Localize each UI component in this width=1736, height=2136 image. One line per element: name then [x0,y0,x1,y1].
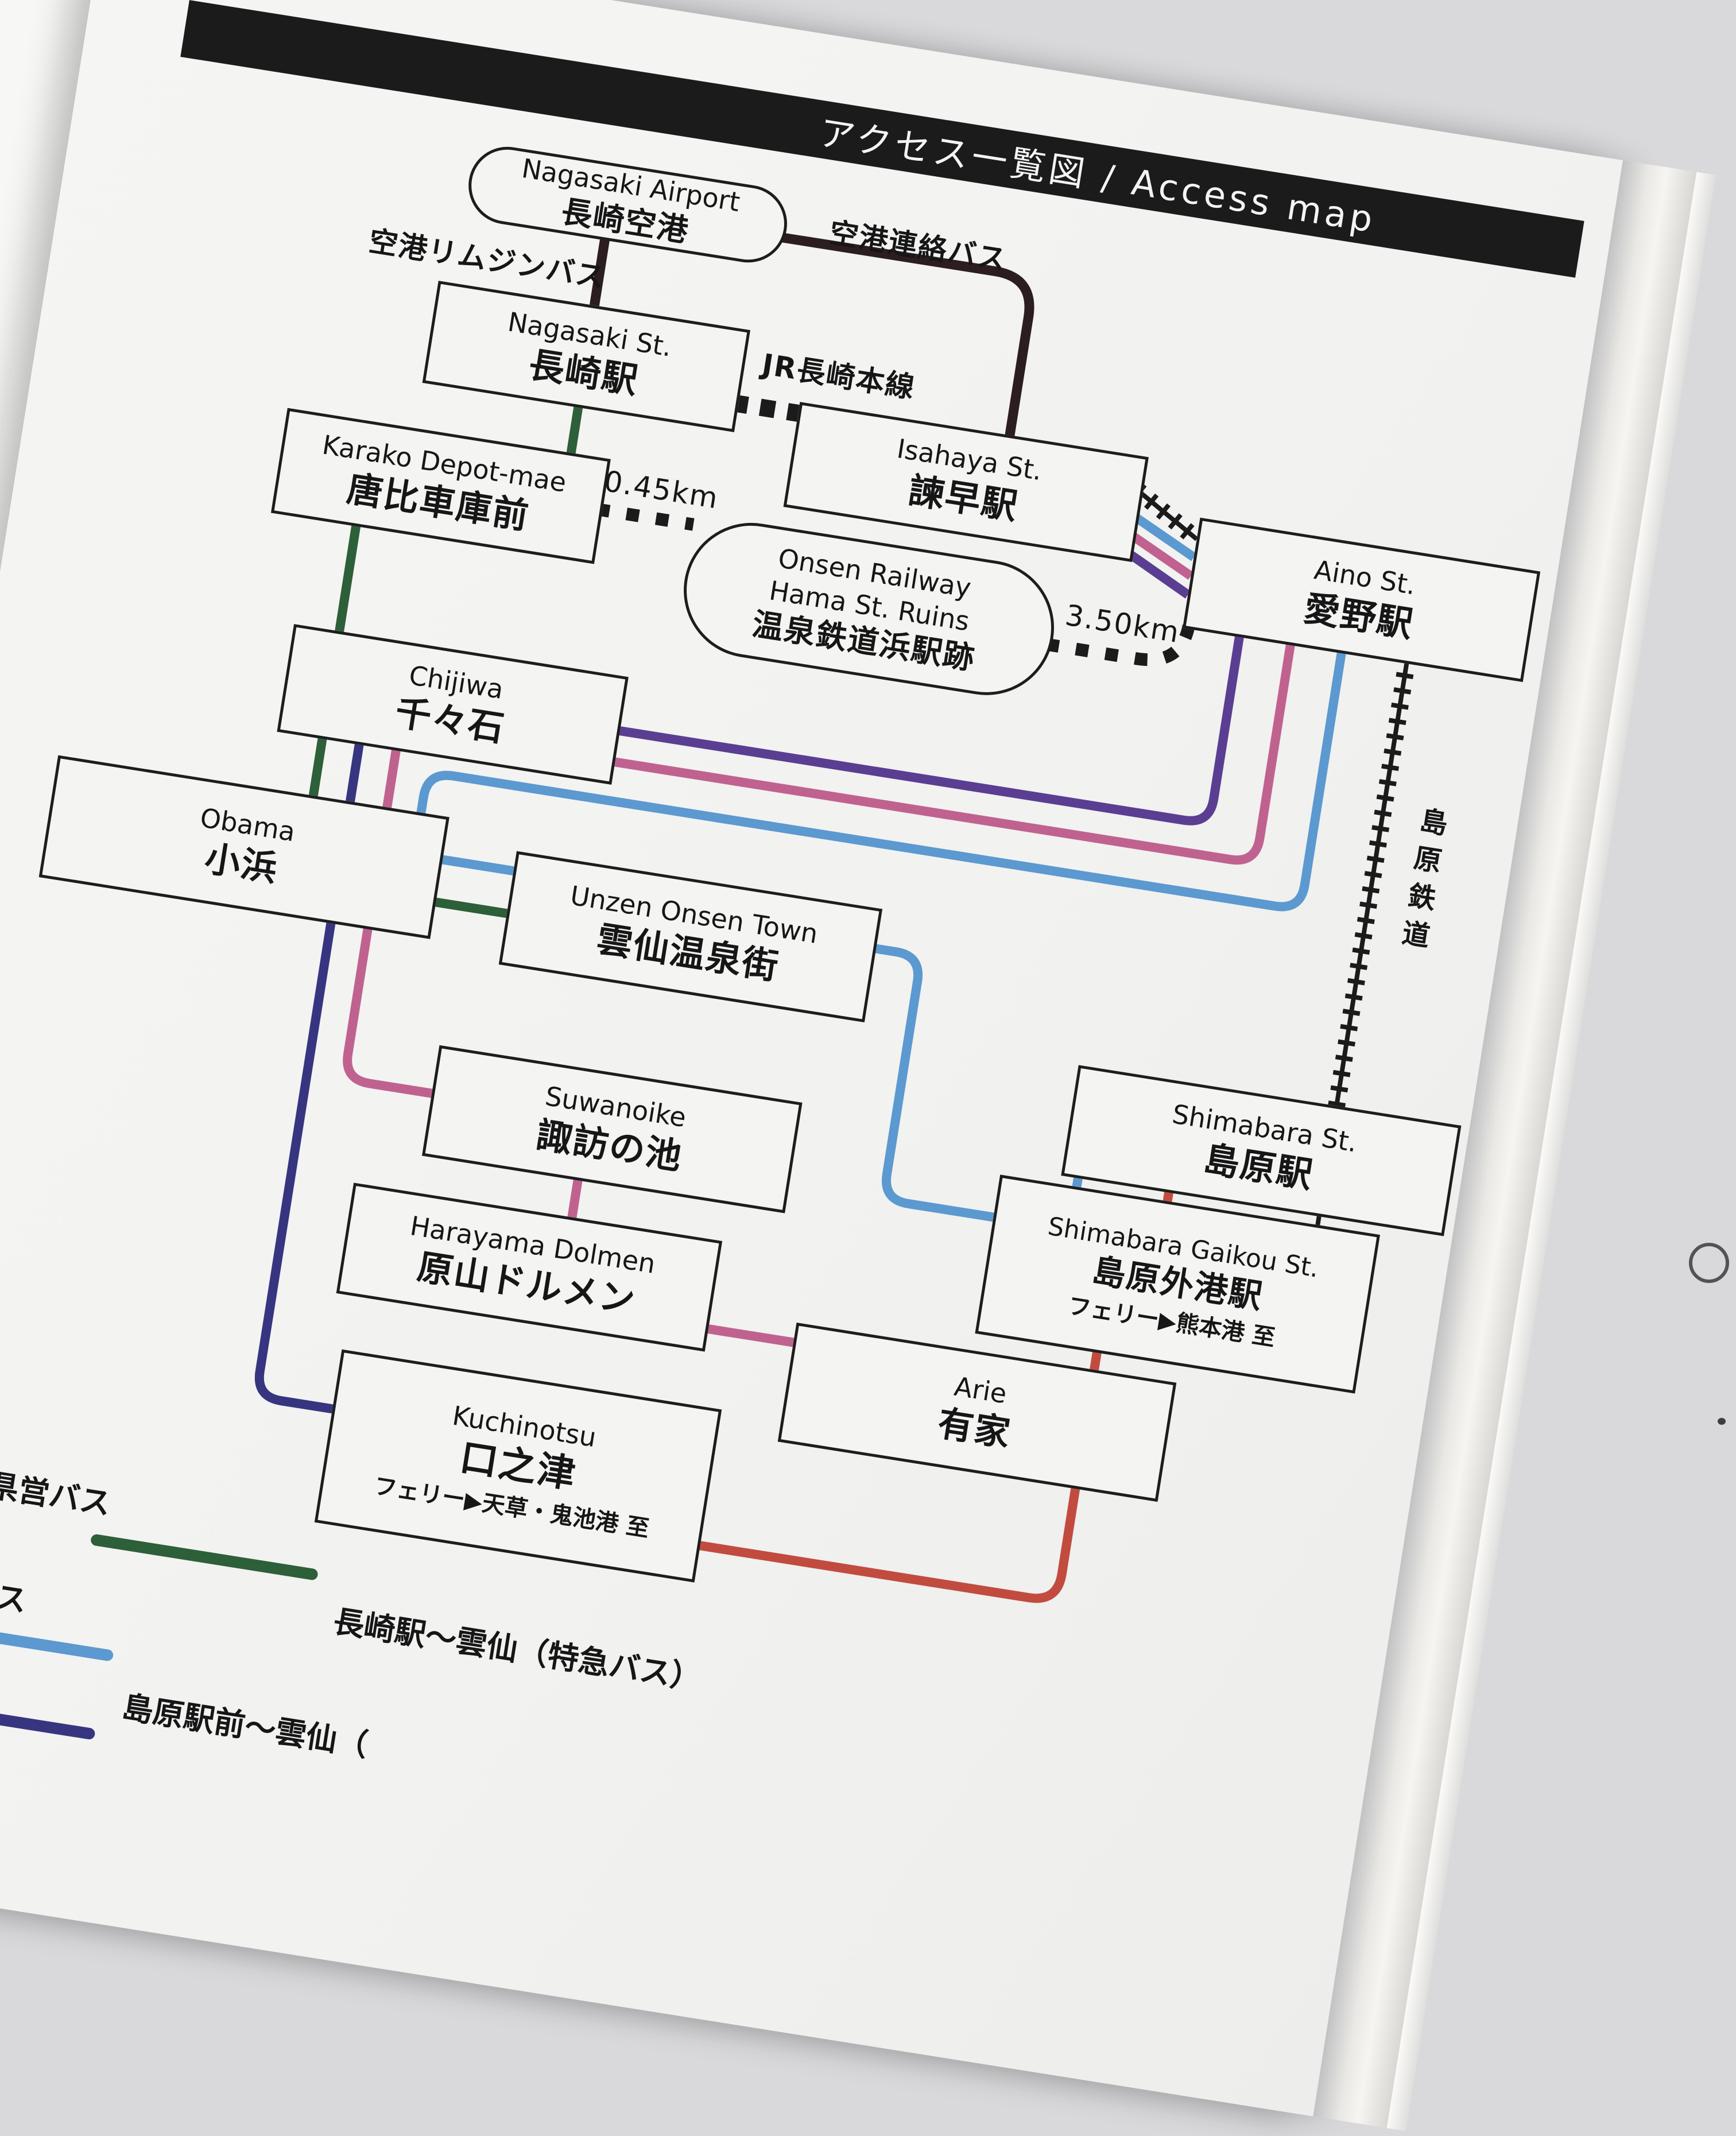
line-blue-obama-unzen [436,854,514,876]
line-navy-obama-kuchinotsu [254,913,338,1414]
line-pink-suwanoike-harayama [567,1174,584,1218]
legend-swatch-navy [0,1693,95,1740]
line-purple-aino-chijiwa [610,627,1245,825]
line-jr-nagasaki-main [731,394,800,422]
line-airport-connect-bus [774,232,1034,440]
line-red-arie-kuchinotsu [689,1478,1081,1603]
line-pink-harayama-arie [702,1323,795,1347]
line-pink-aino-chijiwa [604,635,1296,865]
rail-aino-shimabara [1334,657,1410,1107]
route-map-lines [0,232,1416,1740]
line-green-nagasaki-karako [566,401,584,454]
line-blue-aino-obama [416,643,1347,912]
line-green-obama-unzen [429,897,508,918]
line-purple-isahaya-aino [1125,549,1191,599]
dotted-karako-hama [596,503,695,531]
circle-mark [1689,1243,1729,1283]
line-blue-isahaya-aino [1131,511,1197,561]
line-green-chijiwa-obama [308,732,328,797]
line-navy-chijiwa-obama [346,738,365,803]
legend-swatch-blue [0,1615,114,1661]
line-airport-limousine-bus [589,234,611,307]
line-pink-chijiwa-obama [382,744,402,808]
line-pink-obama-suwanoike [343,918,437,1098]
line-blue-unzen-gaikou [866,943,998,1222]
rail-isahaya-aino-ties [1132,483,1203,546]
line-pink-isahaya-aino [1127,530,1194,580]
line-green-karako-chijiwa [335,520,362,632]
dot-mark [1718,1418,1726,1425]
legend-swatch-green [91,1534,318,1580]
dotted-hama-aino [1045,622,1196,666]
